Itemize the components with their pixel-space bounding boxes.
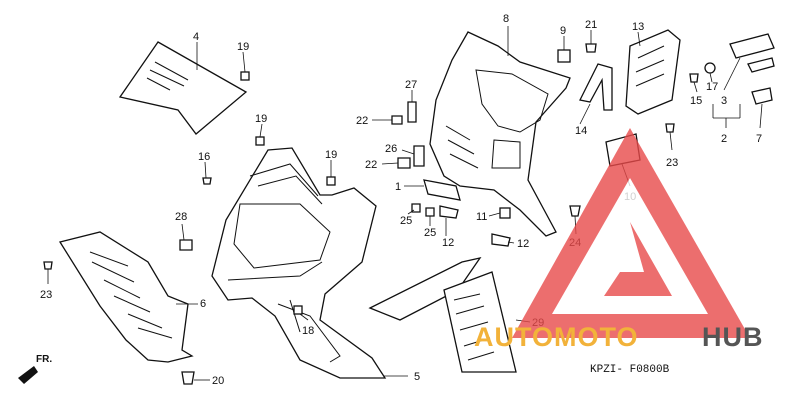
callout-17: 17 bbox=[706, 81, 718, 93]
callout-27: 27 bbox=[405, 79, 417, 91]
part-14-hook bbox=[579, 63, 613, 111]
callout-6: 6 bbox=[200, 298, 206, 310]
callout-11: 11 bbox=[476, 211, 487, 223]
callout-21: 21 bbox=[585, 19, 597, 31]
callout-28: 28 bbox=[175, 211, 187, 223]
part-23-screw-left bbox=[43, 261, 53, 270]
callout-13: 13 bbox=[632, 21, 644, 33]
callout-19-mid: 19 bbox=[255, 113, 267, 125]
part-9-clip bbox=[557, 49, 571, 63]
part-12-clip-a bbox=[439, 205, 459, 219]
watermark-logo bbox=[512, 128, 750, 338]
callout-1: 1 bbox=[395, 181, 401, 193]
watermark-text: AUTOMOTO HUB bbox=[474, 322, 764, 352]
callout-12-a: 12 bbox=[442, 237, 454, 249]
part-19-clip-mid bbox=[255, 136, 265, 146]
leader-lines bbox=[47, 26, 763, 381]
part-19-clip-top bbox=[240, 71, 250, 81]
part-25-screw-b bbox=[425, 207, 435, 217]
watermark-word-automoto: AUTOMOTO bbox=[474, 322, 639, 352]
part-15-screw bbox=[689, 73, 699, 83]
part-22-bolt-top bbox=[391, 115, 403, 125]
part-5-front-cover bbox=[211, 147, 387, 379]
callout-9: 9 bbox=[560, 25, 566, 37]
part-17-washer bbox=[704, 62, 716, 74]
watermark-word-hub: HUB bbox=[702, 322, 764, 352]
callout-19-right: 19 bbox=[325, 149, 337, 161]
callout-25-a: 25 bbox=[400, 215, 412, 227]
callout-7: 7 bbox=[756, 133, 762, 145]
callout-23-left: 23 bbox=[40, 289, 52, 301]
callout-16: 16 bbox=[198, 151, 210, 163]
diagram-code: KPZI- F0800B bbox=[590, 364, 670, 376]
part-28-bolt bbox=[179, 239, 193, 251]
part-11-nut bbox=[499, 207, 511, 219]
part-23-screw-right bbox=[665, 123, 675, 133]
part-4-panel bbox=[118, 41, 248, 135]
callout-19-top: 19 bbox=[237, 41, 249, 53]
callout-22-mid: 22 bbox=[365, 159, 377, 171]
callout-15: 15 bbox=[690, 95, 702, 107]
part-19-clip-right bbox=[326, 176, 336, 186]
part-12-clip-b bbox=[491, 233, 511, 247]
part-18-clip bbox=[293, 305, 303, 315]
part-29-decal-set bbox=[368, 257, 517, 373]
part-1-bracket bbox=[423, 179, 461, 201]
part-3-lock-cylinder bbox=[729, 33, 775, 73]
direction-label: FR. bbox=[36, 354, 52, 365]
callout-25-b: 25 bbox=[424, 227, 436, 239]
part-6-inner-panel bbox=[58, 231, 194, 363]
callout-14: 14 bbox=[575, 125, 587, 137]
callout-20: 20 bbox=[212, 375, 224, 387]
callout-12-b: 12 bbox=[517, 238, 529, 250]
part-24-screw bbox=[569, 205, 581, 217]
callout-18: 18 bbox=[302, 325, 314, 337]
part-13-lid bbox=[625, 29, 681, 115]
part-7-plate bbox=[751, 87, 773, 105]
callout-3: 3 bbox=[721, 95, 727, 107]
part-21-screw bbox=[585, 43, 597, 53]
callout-26: 26 bbox=[385, 143, 397, 155]
callout-8: 8 bbox=[503, 13, 509, 25]
front-direction-arrow: FR. bbox=[18, 354, 52, 384]
part-26-clip bbox=[413, 145, 425, 167]
callout-23-right: 23 bbox=[666, 157, 678, 169]
part-16-screw bbox=[202, 177, 212, 185]
callout-22-top: 22 bbox=[356, 115, 368, 127]
callout-5: 5 bbox=[414, 371, 420, 383]
part-22-bolt-mid bbox=[397, 157, 411, 169]
callout-4: 4 bbox=[193, 31, 199, 43]
part-27-clip bbox=[407, 101, 417, 123]
callout-2: 2 bbox=[721, 133, 727, 145]
part-8-inner-box bbox=[429, 31, 571, 237]
part-20-fastener bbox=[181, 371, 195, 385]
